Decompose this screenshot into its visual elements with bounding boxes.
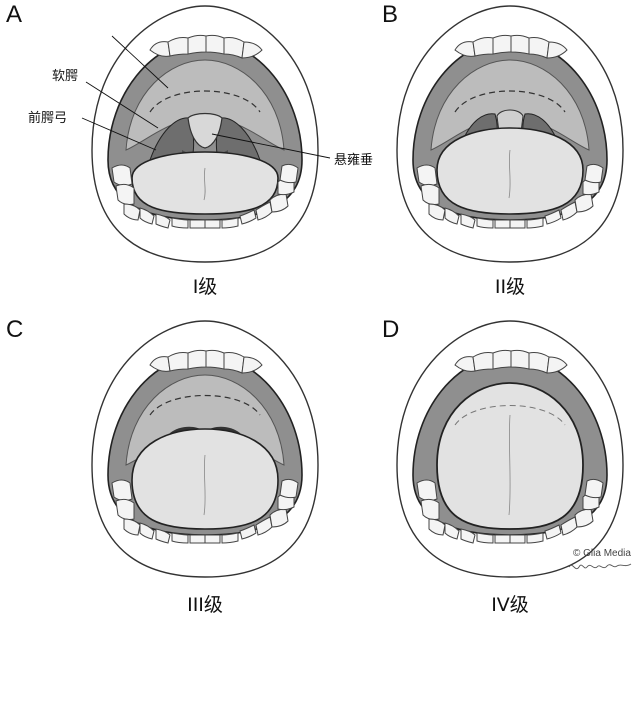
label-palatoglossal-arch: 前腭弓: [28, 110, 67, 126]
leader-line-extra: [111, 35, 169, 89]
copyright-credit: © Glia Media: [573, 548, 631, 559]
grade-label-a: I级: [193, 276, 218, 298]
label-uvula: 悬雍垂: [334, 152, 373, 168]
label-soft-palate: 软腭: [52, 69, 78, 84]
grade-label-b: II级: [495, 276, 525, 298]
hard-palate-dashed-line: [454, 90, 566, 113]
panel-a: A 软腭 前腭弓 悬雍垂 I级: [6, 1, 373, 298]
leader-line-uvula: [211, 133, 331, 159]
panel-letter-c: C: [6, 316, 23, 343]
leader-line-soft-palate: [85, 81, 159, 129]
panel-c: C III级: [6, 316, 318, 616]
panel-letter-d: D: [382, 316, 399, 343]
hard-palate-dashed-line: [454, 405, 566, 426]
leader-line-palatoglossal-arch: [81, 117, 157, 151]
panel-b: B II级: [382, 1, 623, 298]
grade-label-c: III级: [187, 594, 223, 616]
hard-palate-dashed-line: [149, 90, 261, 113]
artist-signature: [568, 563, 632, 570]
hard-palate-dashed-line: [149, 394, 261, 416]
uvula: [187, 112, 223, 149]
panel-letter-b: B: [382, 1, 398, 28]
panel-d: D © Glia Media IV级: [382, 316, 631, 616]
grade-label-d: IV级: [491, 594, 529, 616]
panel-letter-a: A: [6, 1, 22, 28]
